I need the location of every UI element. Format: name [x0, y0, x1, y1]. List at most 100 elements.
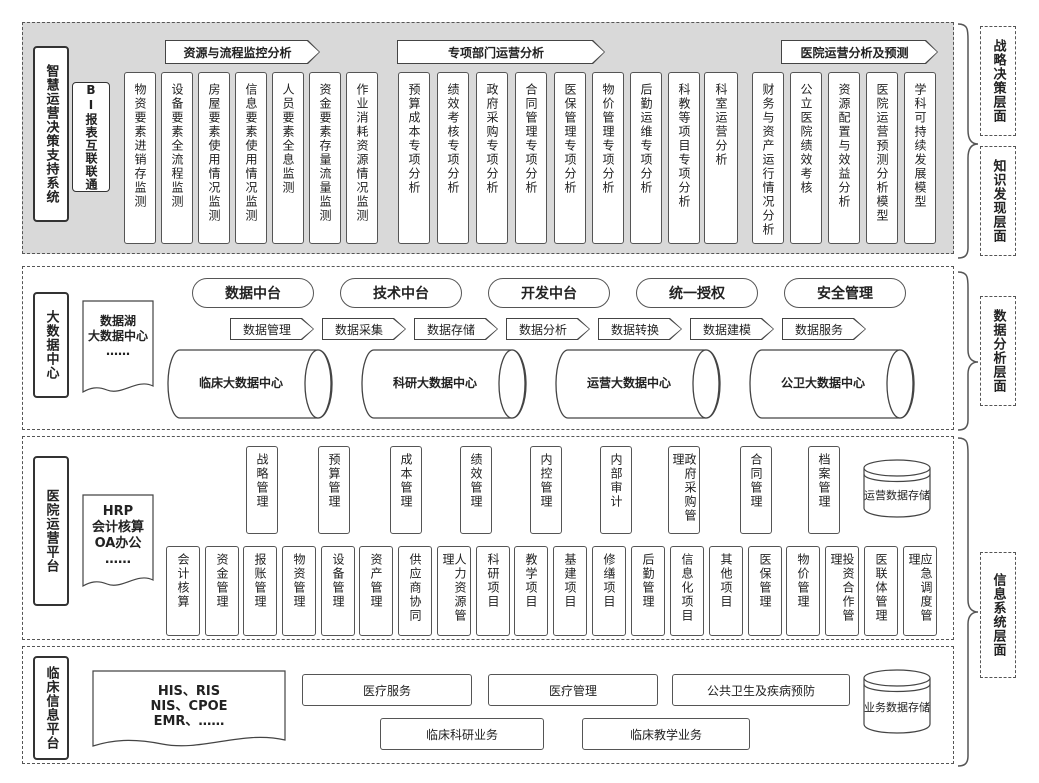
- ops-bottom-item-10-label: 教学项目: [524, 553, 538, 609]
- service-box-1: 医疗服务: [302, 674, 472, 706]
- group-arrow-3: 医院运营分析及预测: [781, 40, 938, 64]
- decision-item-17-label: 财务与资产运行情况分析: [761, 83, 775, 237]
- data-center-label-1: 临床大数据中心: [198, 376, 283, 390]
- ops-top-item-7: 政府采购管理: [668, 446, 700, 534]
- platform-pill-4: 统一授权: [636, 278, 758, 308]
- ops-top-item-5-label: 内控管理: [539, 453, 553, 509]
- decision-item-13-label: 物价管理专项分析: [601, 83, 615, 195]
- hrp-text: HRP 会计核算 OA办公 ……: [91, 504, 144, 567]
- data-center-label-3: 运营大数据中心: [586, 376, 671, 390]
- ops-bottom-item-5-label: 设备管理: [331, 553, 345, 609]
- data-center-cylinder-2: [361, 349, 527, 419]
- clinical-layer: [22, 646, 954, 764]
- his-text: HIS、RIS NIS、CPOE EMR、……: [150, 684, 228, 729]
- decision-item-1: 物资要素进销存监测: [124, 72, 156, 244]
- data-center-cylinder-3: [555, 349, 721, 419]
- data-center-cylinder-1: [167, 349, 333, 419]
- decision-item-3: 房屋要素使用情况监测: [198, 72, 230, 244]
- data-step-arrow-1: 数据管理: [230, 318, 314, 340]
- his-doc: [92, 670, 286, 747]
- ops-bottom-item-9: 科研项目: [476, 546, 510, 636]
- ops-bottom-item-4-label: 物资管理: [292, 553, 306, 609]
- service-box-5: 临床教学业务: [582, 718, 750, 750]
- data-step-label-6: 数据建模: [691, 319, 773, 339]
- decision-item-4-label: 信息要素使用情况监测: [244, 83, 258, 223]
- ops-storage-label: 运营数据存储: [864, 489, 930, 502]
- decision-item-15: 科教等项目专项分析: [668, 72, 700, 244]
- ops-bottom-item-10: 教学项目: [514, 546, 548, 636]
- service-box-2: 医疗管理: [488, 674, 658, 706]
- decision-item-17: 财务与资产运行情况分析: [752, 72, 784, 244]
- bi-box: BI报表互联联通: [72, 82, 110, 192]
- platform-pill-3: 开发中台: [488, 278, 610, 308]
- data-step-label-5: 数据转换: [599, 319, 681, 339]
- decision-item-2: 设备要素全流程监测: [161, 72, 193, 244]
- ops-top-item-4: 绩效管理: [460, 446, 492, 534]
- decision-item-9: 绩效考核专项分析: [437, 72, 469, 244]
- ops-bottom-item-13-label: 后勤管理: [641, 553, 655, 609]
- ops-top-item-4-label: 绩效管理: [469, 453, 483, 509]
- data-center-label-2: 科研大数据中心: [392, 376, 477, 390]
- ops-bottom-item-8: 人力资源管理: [437, 546, 471, 636]
- ops-top-item-1: 战略管理: [246, 446, 278, 534]
- platform-pill-2: 技术中台: [340, 278, 462, 308]
- decision-item-3-label: 房屋要素使用情况监测: [207, 83, 221, 223]
- ops-top-item-8: 合同管理: [740, 446, 772, 534]
- service-box-4: 临床科研业务: [380, 718, 544, 750]
- clinical-layer-title: 临床信息平台: [33, 656, 69, 760]
- right-label-strategy: 战略决策层面: [980, 26, 1016, 136]
- ops-bottom-item-20: 应急调度管理: [903, 546, 937, 636]
- ops-bottom-item-18-label: 投资合作管理: [829, 553, 855, 623]
- ops-top-item-6: 内部审计: [600, 446, 632, 534]
- ops-bottom-item-7-label: 供应商协同: [408, 553, 422, 623]
- data-lake-text: 数据湖 大数据中心 ……: [87, 314, 148, 358]
- decision-item-11-label: 合同管理专项分析: [524, 83, 538, 195]
- decision-item-5-label: 人员要素全息监测: [281, 83, 295, 195]
- ops-top-item-8-label: 合同管理: [749, 453, 763, 509]
- ops-bottom-item-15: 其他项目: [709, 546, 743, 636]
- data-lake-doc: [82, 300, 154, 394]
- decision-layer-title: 智慧运营决策支持系统: [33, 46, 69, 222]
- ops-bottom-item-19-label: 医联体管理: [874, 553, 888, 623]
- ops-top-item-2-label: 预算管理: [327, 453, 341, 509]
- decision-item-13: 物价管理专项分析: [592, 72, 624, 244]
- ops-bottom-item-4: 物资管理: [282, 546, 316, 636]
- ops-top-item-5: 内控管理: [530, 446, 562, 534]
- decision-item-5: 人员要素全息监测: [272, 72, 304, 244]
- data-step-label-1: 数据管理: [231, 319, 313, 339]
- ops-bottom-item-12: 修缮项目: [592, 546, 626, 636]
- decision-item-4: 信息要素使用情况监测: [235, 72, 267, 244]
- ops-layer: [22, 436, 954, 640]
- decision-item-9-label: 绩效考核专项分析: [446, 83, 460, 195]
- decision-item-12-label: 医保管理专项分析: [563, 83, 577, 195]
- decision-item-12: 医保管理专项分析: [554, 72, 586, 244]
- ops-top-item-3: 成本管理: [390, 446, 422, 534]
- decision-item-8: 预算成本专项分析: [398, 72, 430, 244]
- ops-bottom-item-18: 投资合作管理: [825, 546, 859, 636]
- group-arrow-2: 专项部门运营分析: [397, 40, 605, 64]
- ops-bottom-item-12-label: 修缮项目: [602, 553, 616, 609]
- data-step-arrow-7: 数据服务: [782, 318, 866, 340]
- ops-top-item-6-label: 内部审计: [609, 453, 623, 509]
- ops-bottom-item-3: 报账管理: [243, 546, 277, 636]
- ops-storage-icon: [863, 459, 931, 518]
- decision-item-2-label: 设备要素全流程监测: [170, 83, 184, 209]
- decision-item-10: 政府采购专项分析: [476, 72, 508, 244]
- decision-item-10-label: 政府采购专项分析: [485, 83, 499, 195]
- decision-item-20-label: 医院运营预测分析模型: [875, 83, 889, 223]
- ops-bottom-item-16: 医保管理: [748, 546, 782, 636]
- ops-bottom-item-14: 信息化项目: [670, 546, 704, 636]
- decision-item-18: 公立医院绩效考核: [790, 72, 822, 244]
- biz-storage-label: 业务数据存储: [864, 701, 930, 714]
- ops-bottom-item-7: 供应商协同: [398, 546, 432, 636]
- ops-bottom-item-17: 物价管理: [786, 546, 820, 636]
- decision-item-7: 作业消耗资源情况监测: [346, 72, 378, 244]
- ops-bottom-item-6-label: 资产管理: [369, 553, 383, 609]
- bigdata-layer-title: 大数据中心: [33, 292, 69, 398]
- group-arrow-1: 资源与流程监控分析: [165, 40, 320, 64]
- right-label-infosys: 信息系统层面: [980, 552, 1016, 678]
- decision-item-16: 科室运营分析: [704, 72, 738, 244]
- decision-item-19-label: 资源配置与效益分析: [837, 83, 851, 209]
- right-label-knowledge: 知识发现层面: [980, 146, 1016, 256]
- decision-item-20: 医院运营预测分析模型: [866, 72, 898, 244]
